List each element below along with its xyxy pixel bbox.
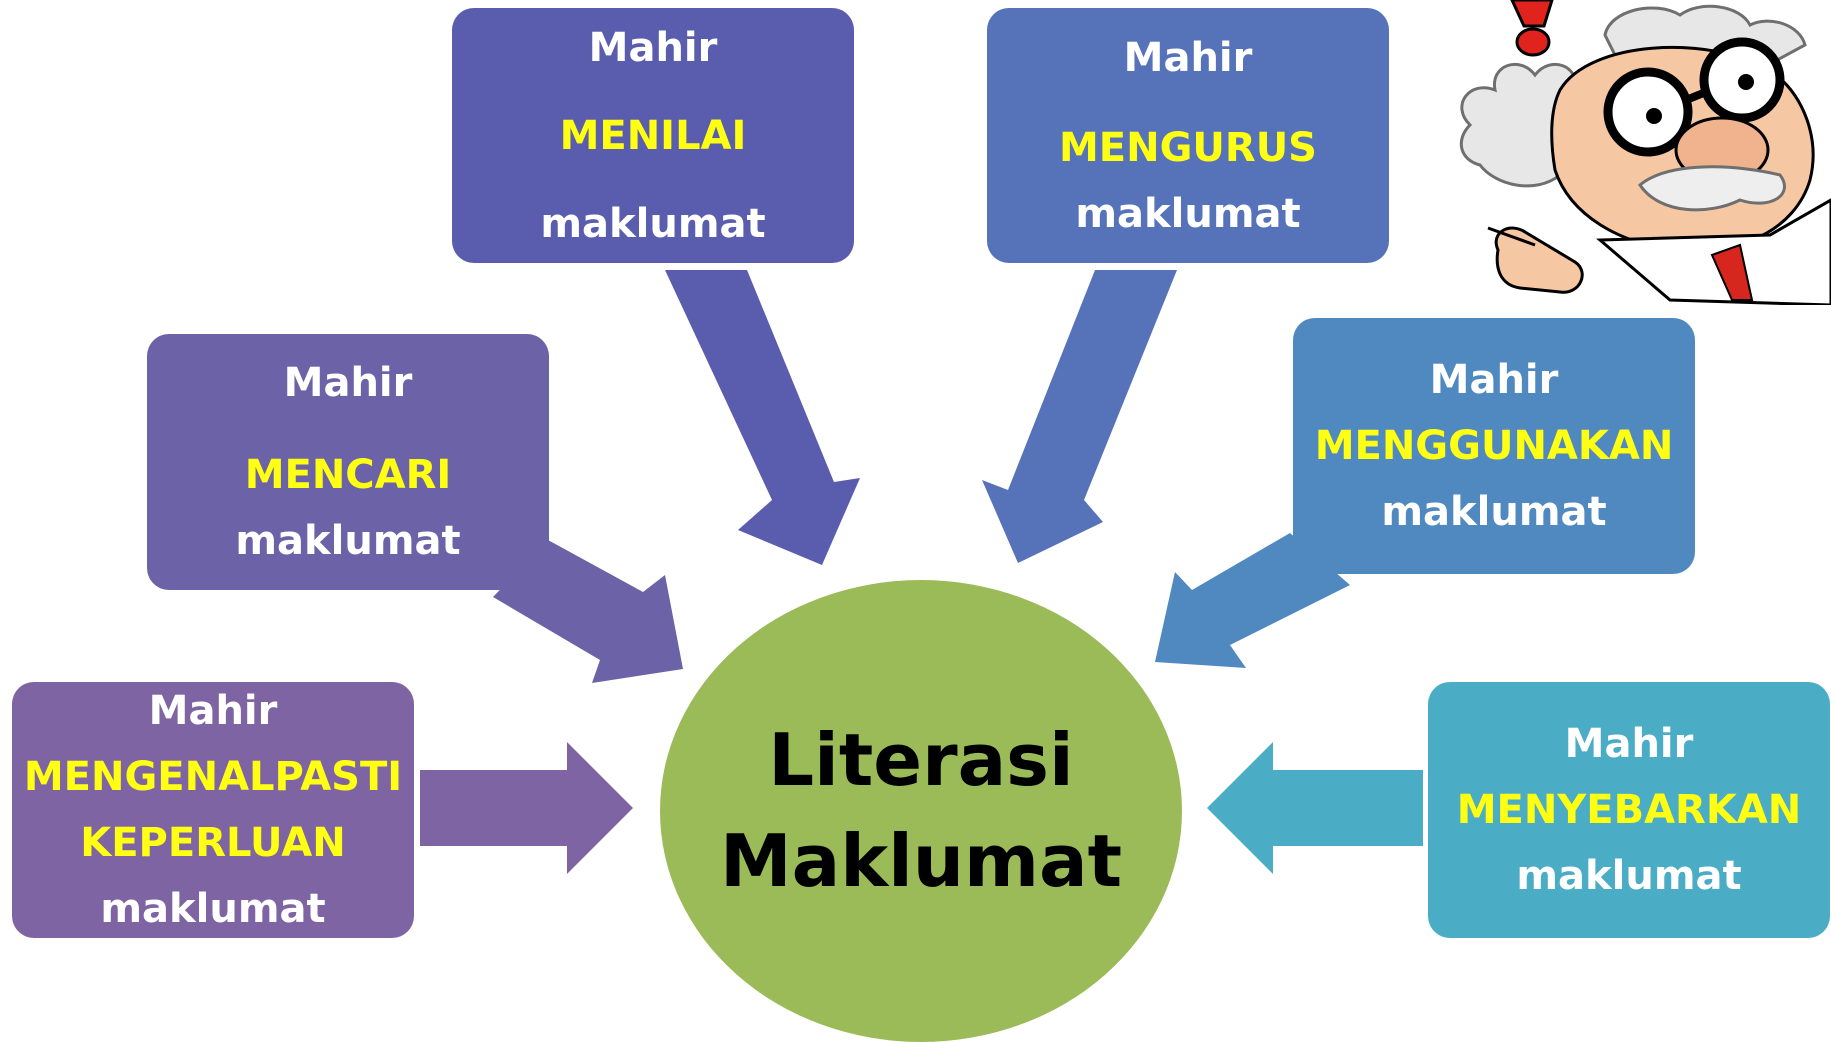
arrow-menilai (665, 270, 860, 565)
box-menggunakan-keyword: MENGGUNAKAN (1314, 423, 1674, 469)
box-menilai-prefix: Mahir (588, 24, 718, 71)
box-menilai-suffix: maklumat (540, 200, 766, 247)
box-mengenalpasti-prefix: Mahir (148, 688, 278, 734)
box-mencari-keyword: MENCARI (244, 452, 452, 498)
box-menggunakan-suffix: maklumat (1381, 489, 1607, 535)
box-mencari-prefix: Mahir (283, 360, 413, 406)
center-title-line1: Literasi (768, 718, 1074, 803)
box-menyebarkan-keyword: MENYEBARKAN (1456, 787, 1802, 833)
box-mengenalpasti-keyword2: KEPERLUAN (80, 820, 346, 866)
box-mencari-suffix: maklumat (235, 518, 461, 564)
box-mengurus-suffix: maklumat (1075, 190, 1301, 237)
box-menilai-keyword: MENILAI (559, 112, 747, 159)
box-menggunakan-prefix: Mahir (1429, 357, 1559, 403)
box-menggunakan: Mahir MENGGUNAKAN maklumat (1293, 318, 1695, 574)
box-mengurus-keyword: MENGURUS (1058, 124, 1317, 171)
box-mengurus: Mahir MENGURUS maklumat (987, 8, 1389, 263)
box-mengurus-prefix: Mahir (1123, 34, 1253, 81)
box-menyebarkan: Mahir MENYEBARKAN maklumat (1428, 682, 1830, 938)
box-menyebarkan-prefix: Mahir (1564, 721, 1694, 767)
arrow-mengenalpasti (420, 742, 633, 874)
box-mengenalpasti-suffix: maklumat (100, 886, 326, 932)
center-title-line2: Maklumat (719, 819, 1123, 903)
arrow-mengurus (982, 270, 1177, 563)
box-mengenalpasti: Mahir MENGENALPASTI KEPERLUAN maklumat (12, 682, 414, 938)
box-menilai: Mahir MENILAI maklumat (452, 8, 854, 263)
professor-cartoon-icon (1440, 0, 1831, 305)
box-mencari: Mahir MENCARI maklumat (147, 334, 549, 590)
center-literasi-maklumat: Literasi Maklumat (660, 580, 1182, 1042)
box-menyebarkan-suffix: maklumat (1516, 853, 1742, 899)
box-mengenalpasti-keyword1: MENGENALPASTI (23, 754, 403, 800)
arrow-menyebarkan (1207, 742, 1423, 874)
